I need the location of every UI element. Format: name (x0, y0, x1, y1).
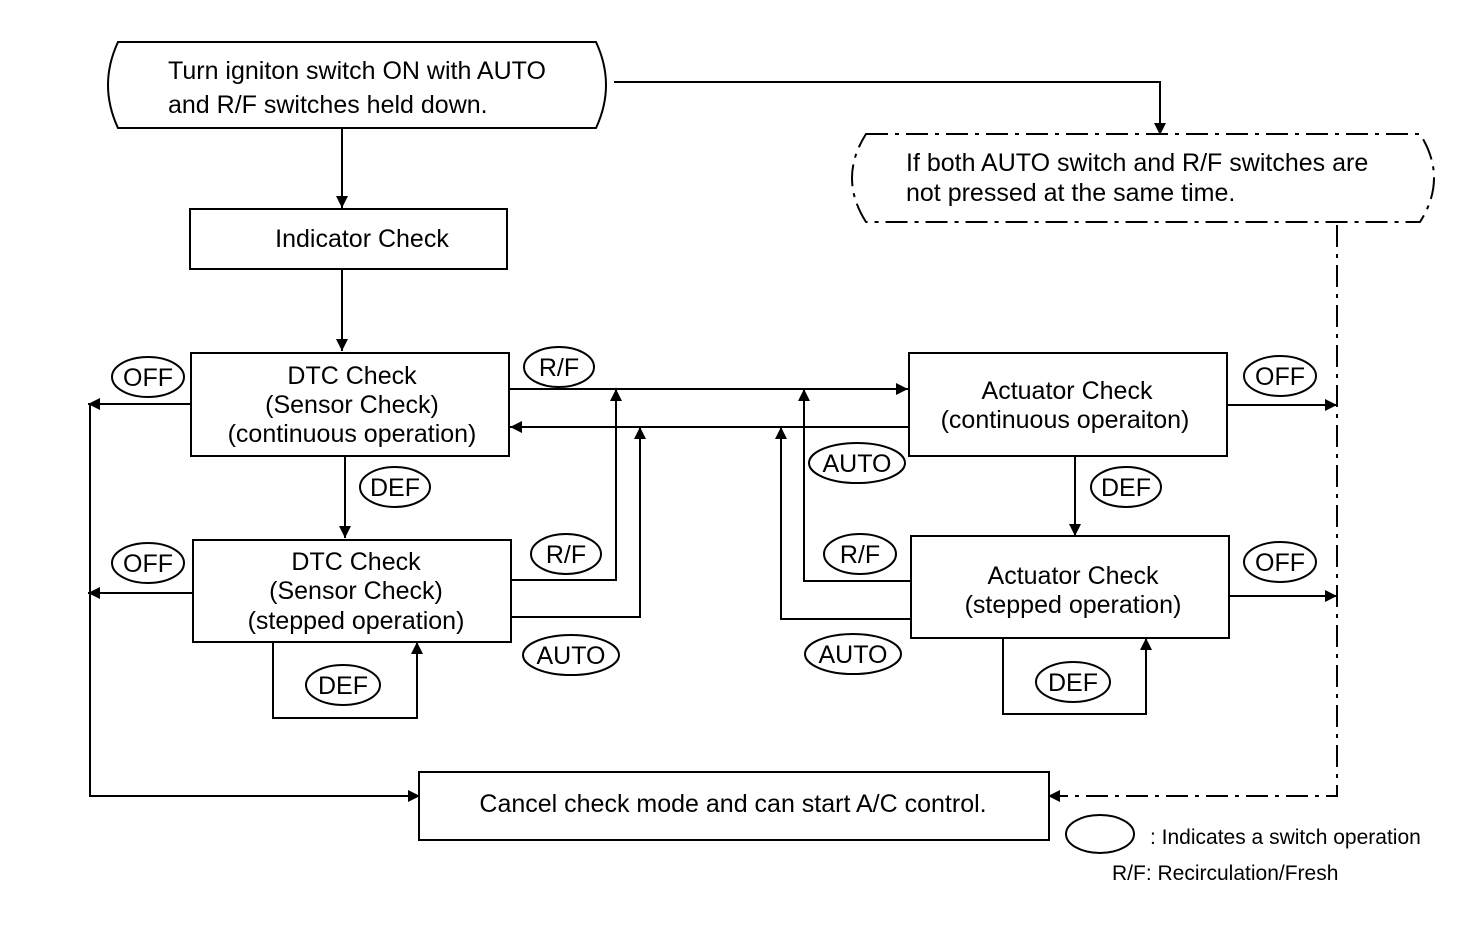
oval-off-label: OFF (123, 550, 173, 578)
arrow-dtc-stepped-auto-up (512, 427, 646, 618)
oval-off-dtc-stepped: OFF (111, 542, 185, 584)
oval-off-label: OFF (1255, 363, 1305, 391)
dashed-condition-to-cancel (1060, 225, 1338, 797)
dtc-stepped-line-3: (stepped operation) (248, 607, 465, 635)
start-line-1: Turn igniton switch ON with AUTO (168, 57, 546, 85)
oval-def-label: DEF (1101, 474, 1151, 502)
oval-auto-dtc-stepped: AUTO (522, 634, 620, 676)
condition-terminal: If both AUTO switch and R/F switches are… (851, 133, 1435, 223)
oval-off-actuator-continuous: OFF (1243, 355, 1317, 397)
dtc-stepped-box: DTC Check (Sensor Check) (stepped operat… (192, 539, 512, 643)
start-terminal: Turn igniton switch ON with AUTO and R/F… (107, 41, 607, 129)
dtc-continuous-rect (190, 352, 510, 457)
oval-rf-label: R/F (546, 541, 586, 569)
legend: : Indicates a switch operation R/F: Reci… (1065, 814, 1421, 885)
actuator-stepped-line-1: Actuator Check (988, 562, 1159, 590)
oval-auto-label: AUTO (823, 450, 892, 478)
oval-auto-label: AUTO (819, 641, 888, 669)
oval-def-actuator-stepped-loop: DEF (1035, 661, 1111, 703)
actuator-stepped-box: Actuator Check (stepped operation) (910, 535, 1230, 639)
oval-def-label: DEF (318, 672, 368, 700)
condition-shape (851, 133, 1435, 223)
cancel-rect (418, 771, 1050, 841)
dtc-stepped-line-1: DTC Check (291, 548, 421, 576)
arrow-left-to-cancel (89, 404, 420, 802)
oval-auto-actuator-continuous: AUTO (808, 442, 906, 484)
actuator-continuous-line-1: Actuator Check (982, 377, 1153, 405)
dtc-stepped-rect (192, 539, 512, 643)
oval-rf-dtc-stepped: R/F (530, 533, 602, 575)
oval-def-actuator-continuous: DEF (1090, 466, 1162, 508)
dtc-continuous-line-3: (continuous operation) (228, 420, 477, 448)
arrow-actuator-stepped-auto-up (775, 427, 910, 620)
oval-rf-label: R/F (840, 541, 880, 569)
start-shape (107, 41, 607, 129)
switch-ovals: OFF OFF R/F DEF R/F AUTO DEF AUTO (111, 346, 1317, 706)
dtc-continuous-line-1: DTC Check (287, 362, 417, 390)
cancel-box: Cancel check mode and can start A/C cont… (418, 771, 1050, 841)
arrow-dtc-stepped-rf-up (512, 389, 622, 581)
indicator-check-box: Indicator Check (189, 208, 508, 270)
indicator-check-rect (189, 208, 508, 270)
arrow-start-to-condition (614, 81, 1166, 135)
oval-rf-actuator-stepped: R/F (823, 533, 897, 575)
connectors (88, 81, 1338, 802)
oval-auto-label: AUTO (537, 642, 606, 670)
arrow-actuator-stepped-rf-up (798, 389, 910, 582)
oval-def-label: DEF (370, 474, 420, 502)
loop-dtc-stepped-def (272, 642, 423, 719)
oval-def-dtc-continuous: DEF (359, 466, 431, 508)
dtc-stepped-line-2: (Sensor Check) (269, 577, 443, 605)
actuator-stepped-line-2: (stepped operation) (965, 591, 1182, 619)
loop-actuator-stepped-def (1002, 638, 1152, 715)
actuator-continuous-rect (908, 352, 1228, 457)
legend-oval-text: : Indicates a switch operation (1150, 826, 1421, 849)
dtc-continuous-box: DTC Check (Sensor Check) (continuous ope… (190, 352, 510, 457)
oval-off-label: OFF (1255, 549, 1305, 577)
oval-rf-dtc-continuous: R/F (523, 346, 595, 388)
actuator-continuous-box: Actuator Check (continuous operaiton) (908, 352, 1228, 457)
cancel-label: Cancel check mode and can start A/C cont… (479, 790, 986, 818)
legend-oval-symbol (1065, 814, 1135, 854)
actuator-continuous-line-2: (continuous operaiton) (941, 406, 1190, 434)
condition-line-2: not pressed at the same time. (906, 179, 1235, 207)
legend-rf-text: R/F: Recirculation/Fresh (1112, 862, 1338, 885)
oval-off-actuator-stepped: OFF (1243, 541, 1317, 583)
oval-off-label: OFF (123, 364, 173, 392)
start-line-2: and R/F switches held down. (168, 91, 488, 119)
oval-off-dtc-continuous: OFF (111, 356, 185, 398)
actuator-stepped-rect (910, 535, 1230, 639)
oval-auto-actuator-stepped: AUTO (804, 633, 902, 675)
oval-rf-label: R/F (539, 354, 579, 382)
indicator-check-label: Indicator Check (275, 225, 449, 253)
dtc-continuous-line-2: (Sensor Check) (265, 391, 439, 419)
condition-line-1: If both AUTO switch and R/F switches are (906, 149, 1368, 177)
oval-def-dtc-stepped-loop: DEF (305, 664, 381, 706)
oval-def-label: DEF (1048, 669, 1098, 697)
